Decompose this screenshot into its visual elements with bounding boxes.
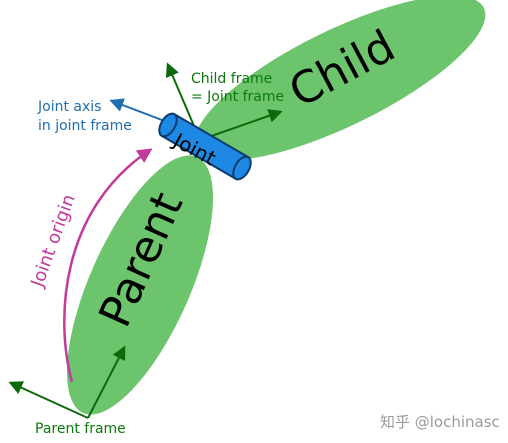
joint-cylinder-start [158,112,178,138]
child-frame-label-line2: = Joint frame [191,89,284,105]
joint-origin-label: Joint origin [27,192,80,291]
parent-frame-y-arrow [8,381,89,419]
joint-cylinder [158,112,252,181]
child-frame-label-line1: Child frame [191,71,272,87]
watermark: 知乎 @lochinasc [380,413,500,431]
child-frame-x-arrow [199,109,283,141]
joint-axis-label-line1: Joint axis [37,99,101,115]
joint-origin-arrow [63,148,153,383]
parent-link-shape [67,155,213,415]
parent-frame-x-arrow [87,345,126,419]
joint-cylinder-end [232,155,252,181]
parent-frame-arrows [8,345,126,419]
joint-axis-label-line2: in joint frame [38,118,132,134]
parent-frame-label: Parent frame [35,421,126,437]
